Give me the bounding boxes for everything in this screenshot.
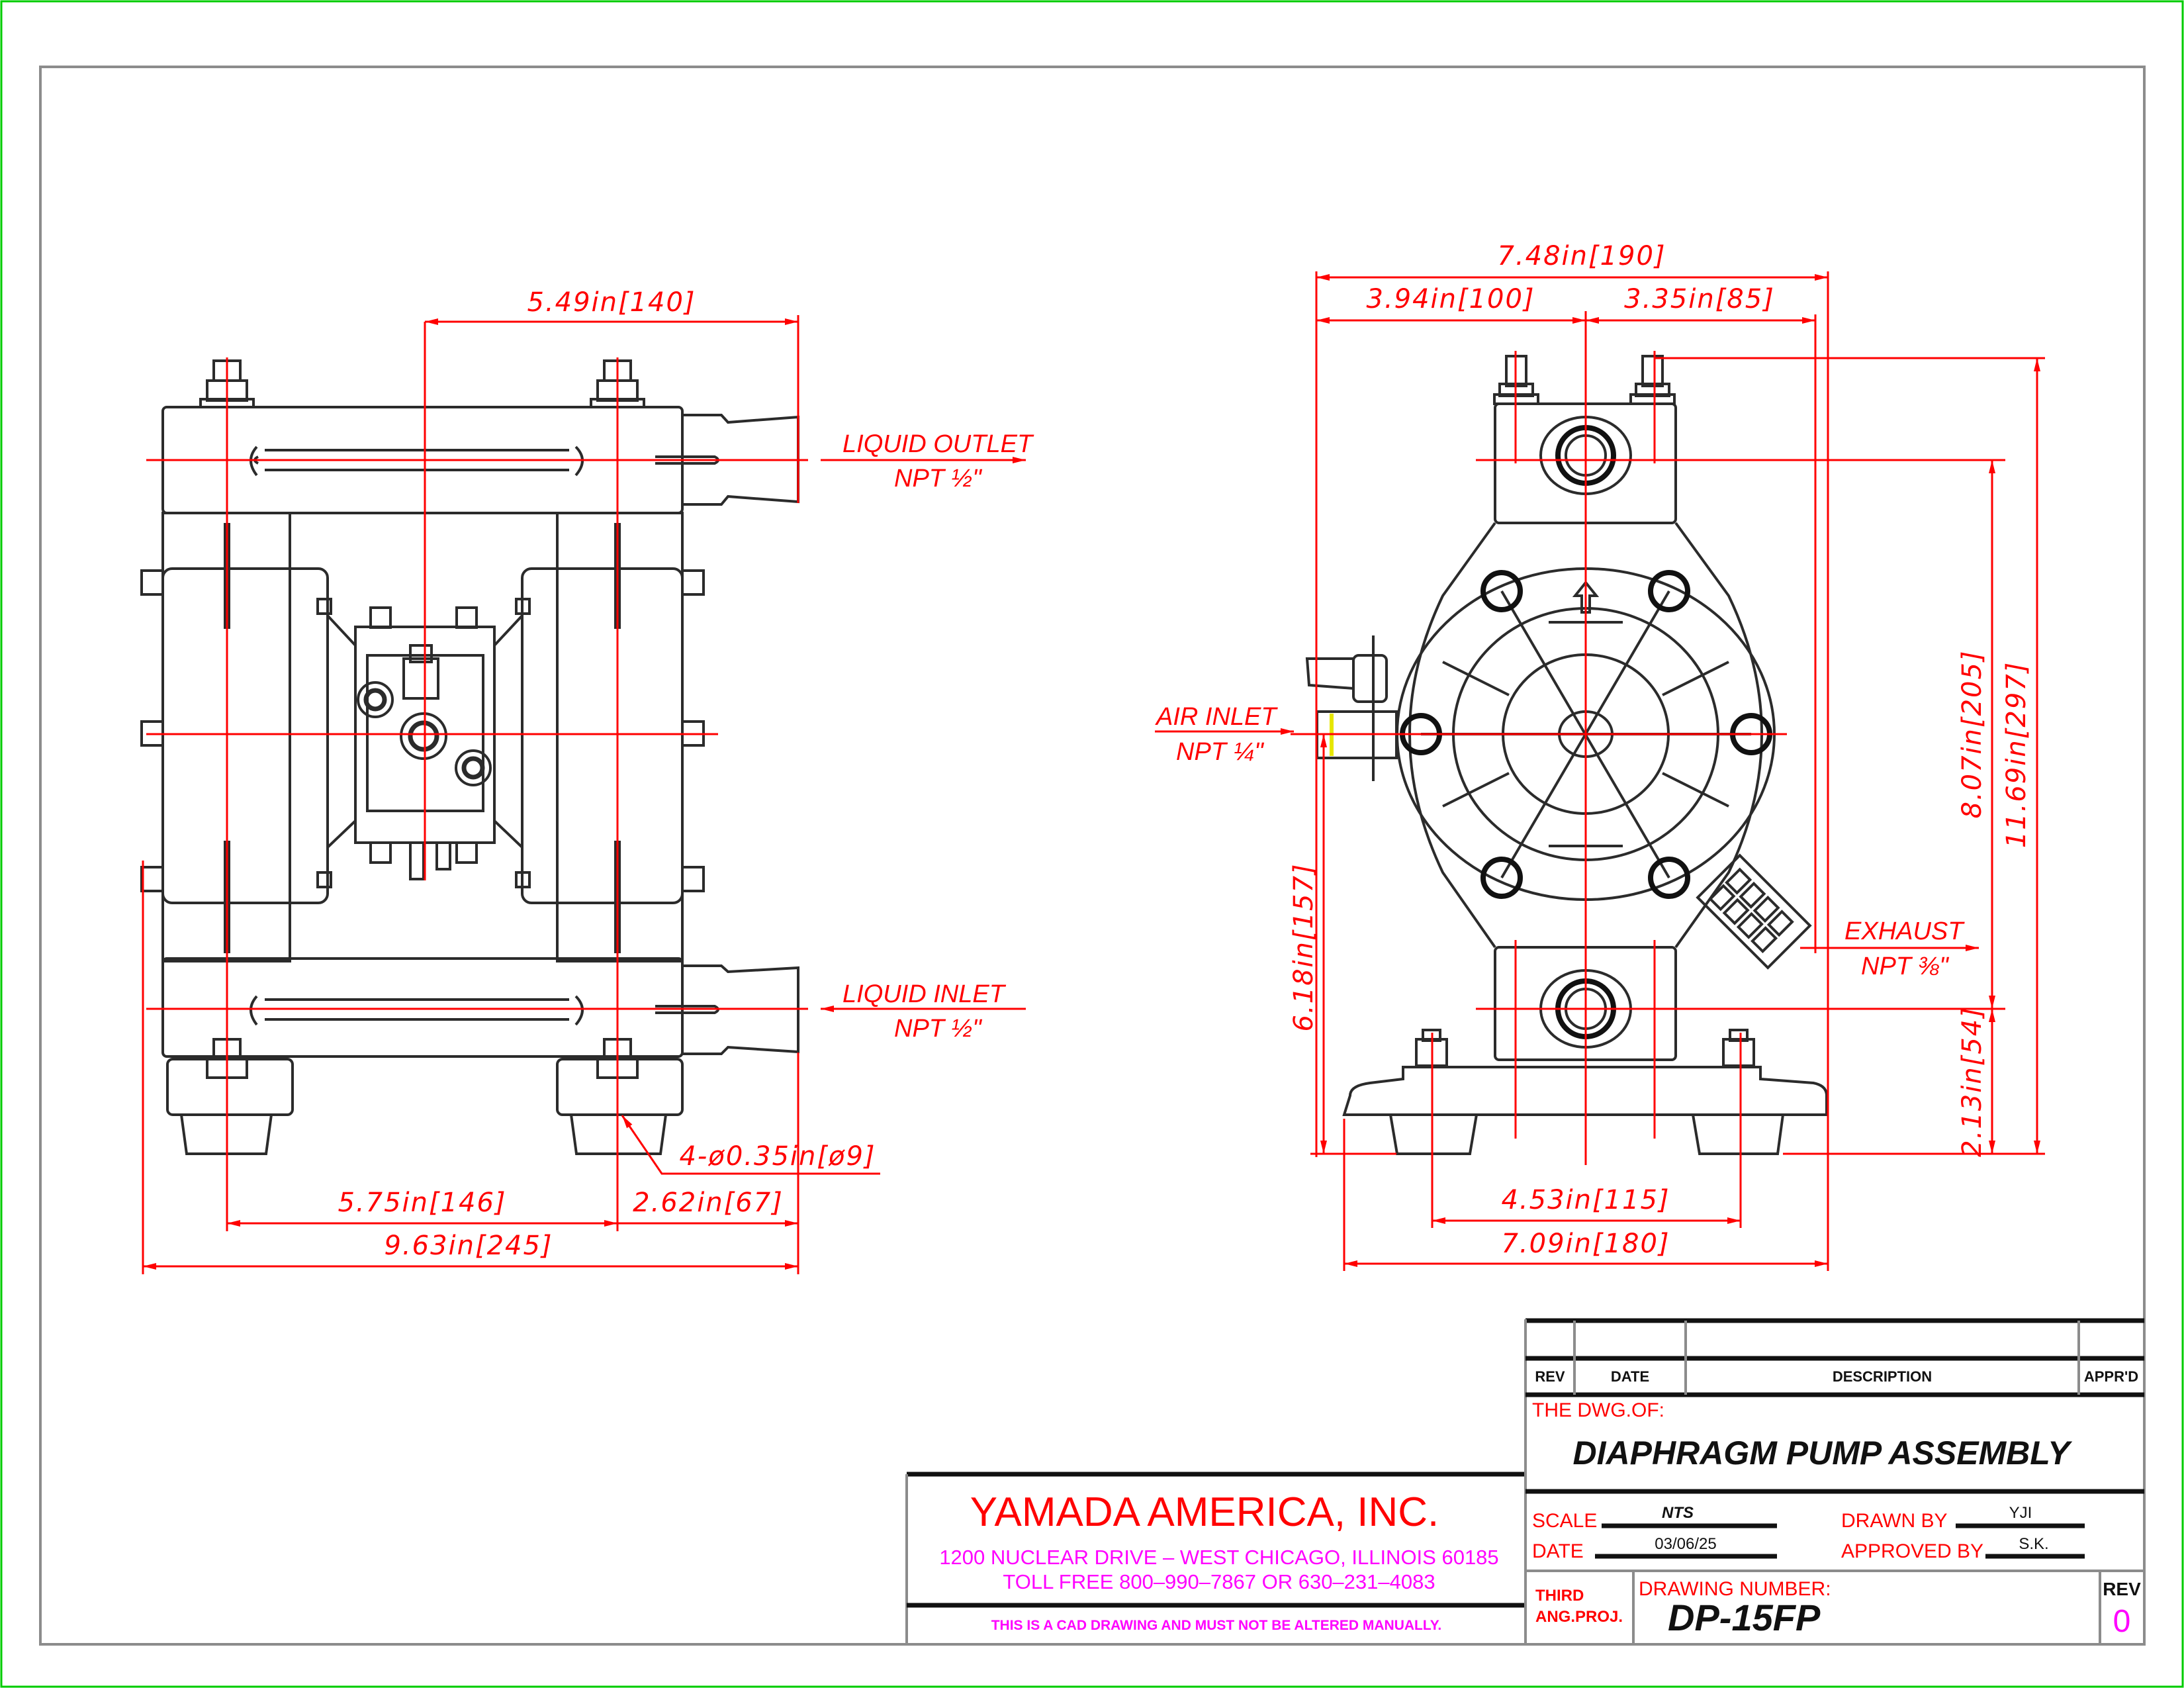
dim-top-width: 5.49in[140] xyxy=(527,287,696,318)
title-block: YAMADA AMERICA, INC. 1200 NUCLEAR DRIVE … xyxy=(905,1318,2144,1644)
label-liquid-outlet-size: NPT ½" xyxy=(894,465,982,492)
date-col-header: DATE xyxy=(1611,1368,1649,1385)
dim-inlet-height: 2.13in[54] xyxy=(1957,1006,1987,1157)
dim-foot-to-port: 2.62in[67] xyxy=(633,1188,784,1218)
date-value: 03/06/25 xyxy=(1655,1535,1716,1553)
foot-right xyxy=(556,1058,684,1116)
drawing-frame xyxy=(39,66,2146,1646)
company-name: YAMADA AMERICA, INC. xyxy=(970,1489,1439,1535)
right-chamber-cover xyxy=(521,567,684,904)
cad-notice: THIS IS A CAD DRAWING AND MUST NOT BE AL… xyxy=(991,1618,1442,1633)
dim-overall-height: 11.69in[297] xyxy=(2001,661,2032,849)
company-address: 1200 NUCLEAR DRIVE – WEST CHICAGO, ILLIN… xyxy=(939,1546,1498,1569)
dim-base-width: 7.09in[180] xyxy=(1501,1229,1670,1259)
dwg-of-label: THE DWG.OF: xyxy=(1532,1399,1664,1421)
air-valve-fittings xyxy=(357,606,492,880)
approved-by-value: S.K. xyxy=(2019,1535,2048,1553)
drawn-by-label: DRAWN BY xyxy=(1841,1510,1948,1532)
dim-mount-holes: 4-ø0.35in[ø9] xyxy=(679,1141,876,1172)
approved-by-label: APPROVED BY xyxy=(1841,1540,1983,1562)
label-liquid-inlet-size: NPT ½" xyxy=(894,1015,982,1043)
dim-foot-spacing-side: 4.53in[115] xyxy=(1501,1185,1670,1215)
left-chamber-cover xyxy=(161,567,329,904)
label-air-inlet: AIR INLET xyxy=(1155,703,1278,731)
chamber-ribs xyxy=(224,523,621,953)
label-liquid-outlet: LIQUID OUTLET xyxy=(842,430,1034,458)
dim-left-offset: 3.94in[100] xyxy=(1366,284,1535,314)
rev-label: REV xyxy=(2103,1579,2141,1599)
foot-left xyxy=(166,1058,294,1116)
dimensions-front xyxy=(142,315,1026,1274)
exhaust-muffler xyxy=(1696,853,1812,970)
drawing-number-label: DRAWING NUMBER: xyxy=(1639,1578,1831,1600)
dim-overall-width-side: 7.48in[190] xyxy=(1497,241,1666,271)
dim-right-offset: 3.35in[85] xyxy=(1624,284,1775,314)
base-foot-left xyxy=(1389,1114,1478,1155)
label-liquid-inlet: LIQUID INLET xyxy=(842,980,1007,1008)
base-plate xyxy=(1342,1066,1828,1116)
inlet-manifold-tube xyxy=(250,995,719,1026)
base-foot-right xyxy=(1692,1114,1784,1155)
dim-port-spacing: 8.07in[205] xyxy=(1957,649,1987,818)
date-label: DATE xyxy=(1532,1540,1584,1562)
scale-value: NTS xyxy=(1662,1504,1694,1522)
rev-col-header: REV xyxy=(1535,1368,1565,1385)
side-bolts xyxy=(140,569,705,892)
pump-front-view: 5.49in[140] 5.75in[146] 2.62in[67] 9.63i… xyxy=(140,287,1034,1274)
drawing-number: DP-15FP xyxy=(1668,1597,1821,1638)
dimensions-side xyxy=(1155,271,2045,1271)
pump-side-view: 7.48in[190] 3.94in[100] 3.35in[85] 8.07i… xyxy=(1155,241,2045,1271)
centerlines-front xyxy=(146,322,808,1231)
dim-air-inlet-height: 6.18in[157] xyxy=(1289,863,1319,1031)
rev-value: 0 xyxy=(2113,1604,2131,1639)
description-col-header: DESCRIPTION xyxy=(1833,1368,1932,1385)
air-inlet-valve xyxy=(1305,635,1398,781)
drawn-by-value: YJI xyxy=(2009,1504,2032,1522)
scale-label: SCALE xyxy=(1532,1510,1597,1532)
projection-line1: THIRD xyxy=(1535,1587,1584,1605)
label-exhaust-size: NPT ⅜" xyxy=(1861,953,1949,980)
dim-foot-spacing: 5.75in[146] xyxy=(338,1188,506,1218)
revision-table-header: REV DATE DESCRIPTION APPR'D xyxy=(1535,1368,2138,1385)
centerlines-side xyxy=(1291,311,2005,1228)
side-top-bolts xyxy=(1493,355,1676,405)
projection-line2: ANG.PROJ. xyxy=(1535,1608,1623,1626)
drawing-title: DIAPHRAGM PUMP ASSEMBLY xyxy=(1573,1434,2073,1472)
label-air-inlet-size: NPT ¼" xyxy=(1176,738,1264,766)
apprd-col-header: APPR'D xyxy=(2084,1368,2138,1385)
label-exhaust: EXHAUST xyxy=(1844,917,1965,945)
dim-overall-width: 9.63in[245] xyxy=(384,1231,553,1261)
company-phone: TOLL FREE 800–990–7867 OR 630–231–4083 xyxy=(1003,1570,1435,1593)
